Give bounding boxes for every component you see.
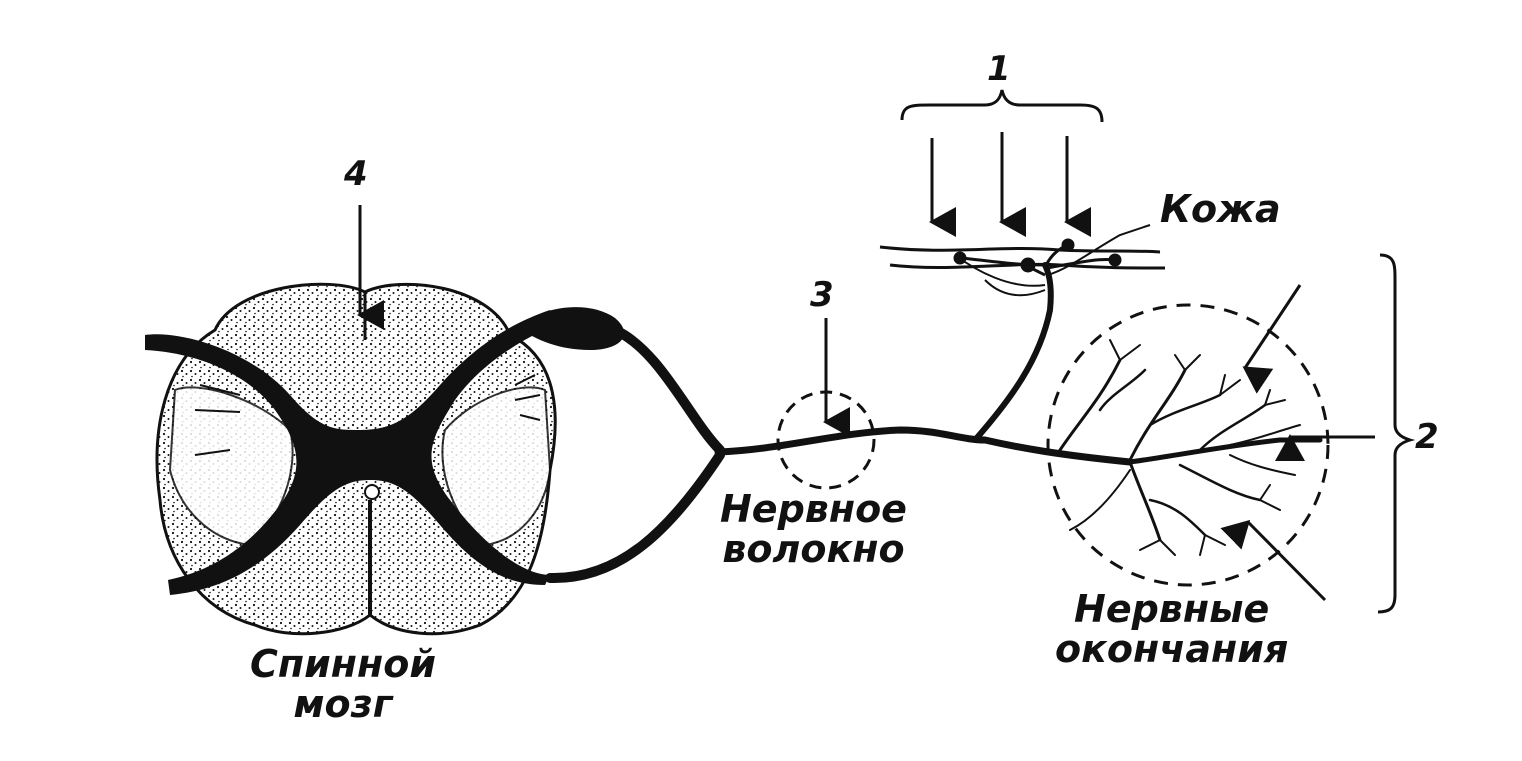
label-nerve-endings-line2: окончания xyxy=(1055,626,1289,671)
spinal-cord xyxy=(145,282,557,636)
skin-layer xyxy=(879,224,1166,297)
label-nerve-endings-line1: Нервные xyxy=(1074,587,1270,631)
label-nerve-endings: Нервные окончания xyxy=(1055,587,1289,671)
label-nerve-fiber-line1: Нервное xyxy=(720,487,907,531)
nerve-endings xyxy=(1058,339,1323,556)
endings-highlight-circle xyxy=(1046,303,1330,587)
label-number-3: 3 xyxy=(810,275,834,315)
label-spinal-cord-line1: Спинной xyxy=(250,642,437,686)
arrows xyxy=(357,132,1375,602)
label-number-2: 2 xyxy=(1415,417,1439,457)
label-nerve-fiber-line2: волокно xyxy=(722,526,905,571)
label-nerve-fiber: Нервное волокно xyxy=(720,487,907,571)
nerve-fiber xyxy=(520,262,1134,584)
label-skin: Кожа xyxy=(1160,187,1281,231)
brace-1 xyxy=(900,89,1104,123)
spinal-cord-grey-matter xyxy=(145,310,555,595)
label-number-1: 1 xyxy=(987,49,1011,89)
label-number-4: 4 xyxy=(344,154,368,194)
brace-2 xyxy=(1377,253,1416,614)
label-spinal-cord-line2: мозг xyxy=(293,681,393,726)
label-spinal-cord: Спинной мозг xyxy=(250,642,437,726)
dorsal-root-ganglion xyxy=(520,307,625,350)
central-canal xyxy=(364,484,380,500)
